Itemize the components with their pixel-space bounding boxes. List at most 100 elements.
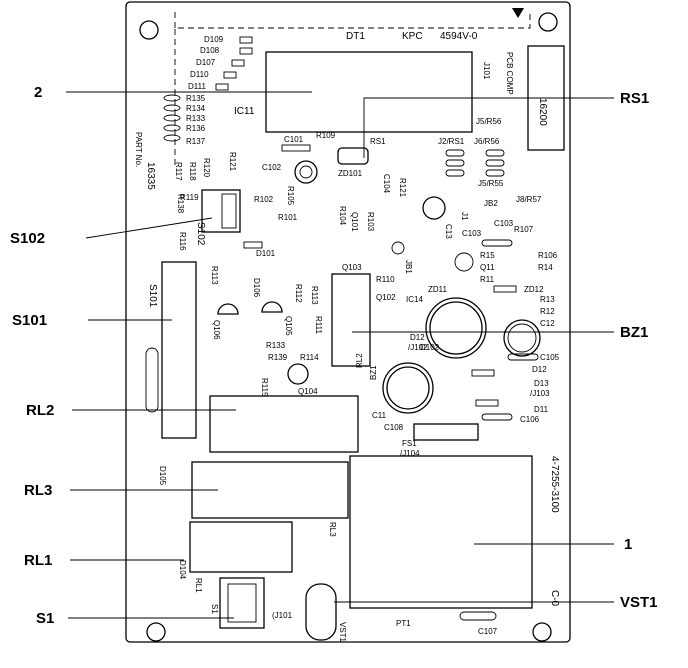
display-frame-dashed (174, 10, 531, 165)
q102-label: Q102 (376, 293, 396, 302)
cap-c106-body (481, 413, 513, 421)
ic13-label: R113 (210, 266, 219, 285)
leader-lines-left (66, 91, 312, 619)
res-r116: R116 (178, 232, 187, 251)
vst1-label: VST1 (338, 622, 347, 643)
cap-c101-body (281, 144, 311, 152)
res-r102: R102 (254, 195, 274, 204)
switch-s101-label: S101 (147, 284, 158, 308)
res-r104: R104 (338, 206, 347, 226)
cap-c105-body (507, 353, 539, 361)
part-number: 16335 (145, 162, 156, 190)
connector-label: J101 (482, 62, 491, 80)
cap-c12: C12 (540, 319, 555, 328)
diode-d105: D105 (158, 466, 167, 486)
res-r14: R14 (538, 263, 553, 272)
callout-s101: S101 (12, 312, 47, 329)
res-r134: R134 (186, 104, 206, 113)
part-label: PART No. (134, 132, 143, 167)
mounting-hole-tl (139, 20, 159, 40)
cap-c108: C108 (384, 423, 404, 432)
zd11-label: ZD11 (428, 285, 448, 294)
zd12-label: ZD12 (524, 285, 544, 294)
resistor-ladder (163, 94, 181, 142)
res-r107: R107 (514, 225, 534, 234)
fuse-fs1 (413, 423, 479, 441)
diode-d110: D110 (190, 70, 209, 79)
jb2-label: JB2 (484, 199, 498, 208)
j101-bottom: (J101 (272, 611, 293, 620)
pcb-label: PCB COMP (505, 52, 514, 95)
ic-label: IC11 (234, 106, 255, 117)
led-group (215, 36, 253, 91)
res-r11: R11 (480, 275, 495, 284)
res-r15: R15 (480, 251, 495, 260)
callout-s1: S1 (36, 610, 54, 627)
cap-c107-body (459, 611, 497, 621)
res-r13: R13 (540, 295, 555, 304)
callout-rs1: RS1 (620, 90, 649, 107)
cap-c11-inner (386, 366, 430, 410)
callout-rl3: RL3 (24, 482, 52, 499)
res-r112: R112 (294, 284, 303, 303)
res-r118: R118 (188, 162, 197, 181)
diode-d12-body (471, 369, 495, 377)
cap-c103-body (481, 239, 513, 247)
jb1-body (391, 241, 405, 255)
res-r106: R106 (538, 251, 558, 260)
zd101-label: ZD101 (338, 169, 363, 178)
res-r119: R119 (180, 193, 199, 202)
display-label: DT1 (346, 31, 365, 42)
cap-c107: C107 (478, 627, 498, 636)
res-r110: R110 (376, 275, 395, 284)
res-r135: R135 (186, 94, 206, 103)
j102-label: /J102 (408, 343, 428, 352)
res-r122: R121 (398, 178, 407, 198)
res-r138: R138 (176, 194, 185, 214)
res-r121: R121 (228, 152, 237, 172)
board-code: 4-7255-3100 (549, 456, 560, 513)
q105-body (261, 301, 283, 313)
cap-c102-inner (299, 165, 313, 179)
res-r111: R111 (314, 316, 323, 334)
buzzer-inner (429, 301, 483, 355)
switch-s1 (219, 577, 265, 629)
s1-label: S1 (210, 604, 219, 614)
res-r101: R101 (278, 213, 298, 222)
ic14-label: IC14 (406, 295, 423, 304)
cap-c11-outer (382, 362, 434, 414)
j103-label: /J103 (530, 389, 550, 398)
res-r132: R133 (266, 341, 286, 350)
zd12-body (493, 285, 517, 293)
res-r105: R105 (286, 186, 295, 206)
rl3-label: RL3 (328, 522, 337, 537)
diode-d101: D101 (256, 249, 276, 258)
slot-left (145, 347, 159, 413)
pcb-number: 16200 (537, 98, 548, 126)
cap-c101: C101 (284, 135, 304, 144)
diode-d103: C103 (494, 219, 514, 228)
res-r136: R136 (186, 124, 206, 133)
cap-c13-body (422, 196, 446, 220)
res-r133: R133 (186, 114, 206, 123)
diode-d13: D13 (534, 379, 549, 388)
rl1-label: RL1 (194, 578, 203, 593)
mounting-hole-tr (538, 12, 558, 32)
relay-rl2 (209, 395, 359, 453)
res-r109: R109 (316, 131, 336, 140)
q11-body (454, 252, 474, 272)
relay-rl1 (189, 521, 293, 573)
switch-s102-body (201, 189, 241, 233)
q104-label: Q104 (298, 387, 318, 396)
j8-r57: J8/R57 (516, 195, 542, 204)
pt1-label: PT1 (396, 619, 411, 628)
q101-label: Q101 (350, 212, 359, 232)
transformer-pt1 (349, 455, 533, 609)
diode-d109: D109 (204, 35, 224, 44)
res-r115: R115 (260, 378, 269, 397)
diode-d108: D108 (200, 46, 220, 55)
cap-c12-inner (507, 323, 537, 353)
res-r103: R103 (366, 212, 375, 232)
mounting-hole-br (532, 622, 552, 642)
rl2-box (331, 273, 371, 367)
